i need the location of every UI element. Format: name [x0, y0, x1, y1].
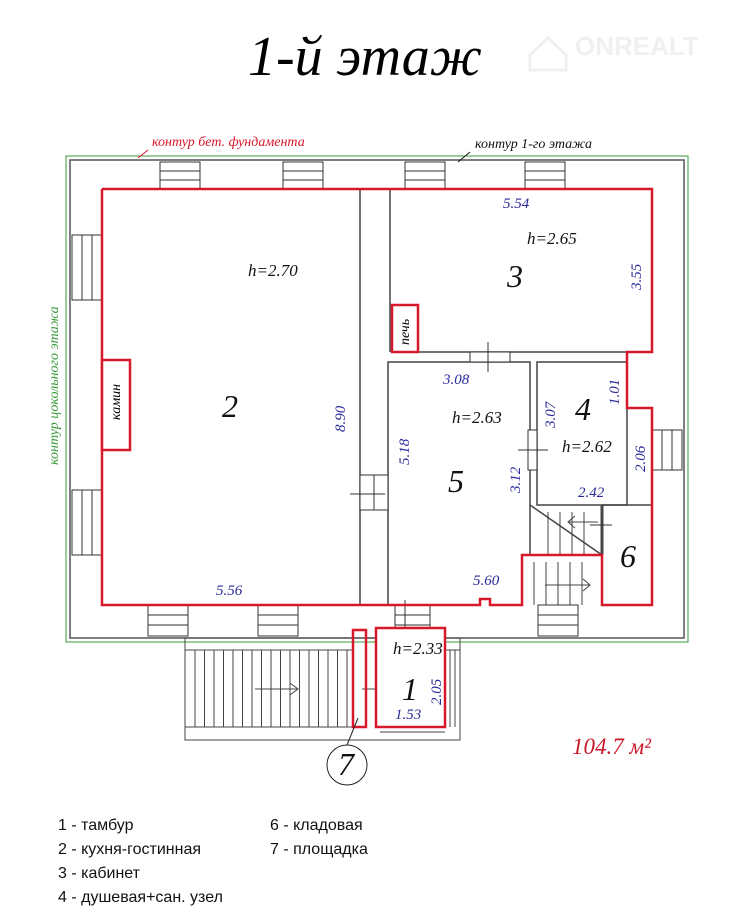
room-2-width: 5.56 [216, 583, 243, 599]
legend-item: 1 - тамбур [58, 817, 134, 834]
room-5-dim-b: 5.18 [397, 438, 413, 465]
room-2-height: h=2.70 [248, 261, 298, 280]
legend-item: 4 - душевая+сан. узел [58, 889, 223, 906]
room-7-number: 7 [338, 746, 356, 782]
room-4-dim-b: 1.01 [607, 379, 623, 405]
foundation-contour-label: контур бет. фундамента [152, 135, 305, 150]
room-1-width: 1.53 [395, 707, 421, 723]
floor1-contour [69, 159, 685, 639]
plan-title: 1-й этаж [248, 26, 482, 88]
room-3-width: 5.54 [503, 196, 530, 212]
basement-contour-label: контур цокольного этажа [47, 306, 62, 465]
room-3-depth: 3.55 [629, 263, 645, 291]
room-1-number: 1 [402, 671, 418, 707]
room-4-dim-c: 2.06 [633, 445, 649, 472]
room-3-height: h=2.65 [527, 229, 577, 248]
svg-text:ONREALT: ONREALT [575, 31, 699, 61]
legend-col-2: 6 - кладовая 7 - площадка [270, 814, 368, 862]
room-4-number: 4 [575, 391, 591, 427]
room-5-dim-a: 3.08 [442, 372, 470, 388]
legend-item: 7 - площадка [270, 841, 368, 858]
room-4-dim-a: 3.07 [543, 400, 559, 429]
room-6-number: 6 [620, 538, 636, 574]
room-1-height: h=2.33 [393, 639, 443, 658]
legend-item: 3 - кабинет [58, 865, 140, 882]
room-4-height: h=2.62 [562, 437, 612, 456]
room-2-depth: 8.90 [333, 405, 349, 432]
room-3-number: 3 [506, 258, 523, 294]
room-5-number: 5 [448, 463, 464, 499]
room-5-dim-d: 5.60 [473, 573, 500, 589]
foundation-contour [65, 155, 689, 643]
room-5-dim-c: 3.12 [508, 466, 524, 494]
porch-stairs [184, 637, 461, 741]
legend-item: 2 - кухня-гостинная [58, 841, 202, 858]
floor1-contour-label: контур 1-го этажа [475, 137, 592, 152]
room-2-number: 2 [222, 388, 238, 424]
stove-label: печь [398, 319, 413, 345]
total-area: 104.7 м² [572, 734, 652, 759]
room-4-dim-d: 2.42 [578, 485, 605, 501]
windows [71, 161, 683, 637]
room-5-height: h=2.63 [452, 408, 502, 427]
room-1-depth: 2.05 [429, 678, 445, 705]
legend-col-1: 1 - тамбур 2 - кухня-гостинная 3 - кабин… [58, 814, 223, 910]
fireplace-label: камин [109, 384, 124, 420]
doors [350, 342, 612, 630]
legend-item: 6 - кладовая [270, 817, 363, 834]
watermark-logo: ONREALT [528, 31, 699, 72]
room-outlines [100, 187, 654, 729]
inner-stairs [533, 512, 598, 605]
